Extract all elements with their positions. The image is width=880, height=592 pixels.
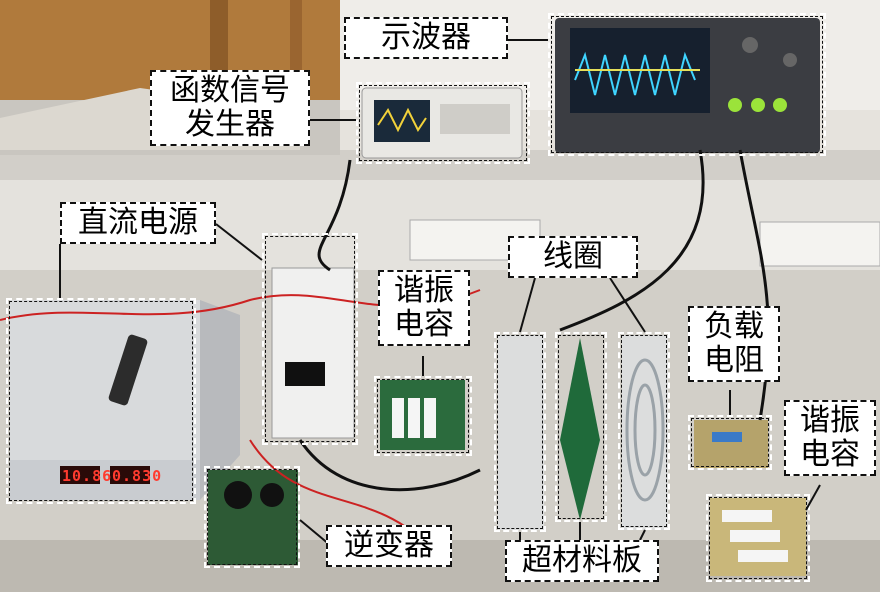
load-resistor-box (688, 415, 772, 470)
label-resonant-capacitor-right-line1: 谐振 (800, 403, 860, 438)
label-resonant-capacitor-left-line2: 电容 (394, 307, 454, 342)
label-function-generator-line2: 发生器 (185, 107, 275, 142)
label-resonant-capacitor-left: 谐振 电容 (378, 270, 470, 346)
label-dc-power-supply: 直流电源 (60, 202, 216, 244)
label-inverter: 逆变器 (326, 525, 452, 567)
label-load-resistor: 负载 电阻 (688, 306, 780, 382)
oscilloscope-box (548, 13, 826, 156)
label-coil-text: 线圈 (543, 239, 603, 274)
label-function-generator-line1: 函数信号 (170, 73, 290, 108)
coil-right-box (618, 332, 670, 530)
label-oscilloscope: 示波器 (344, 17, 508, 59)
dc-power-supply-small-box (262, 233, 358, 445)
label-resonant-capacitor-right-line2: 电容 (800, 437, 860, 472)
label-function-generator: 函数信号 发生器 (150, 70, 310, 146)
inverter-box (204, 466, 300, 568)
label-metamaterial-board: 超材料板 (505, 540, 659, 582)
resonant-capacitor-left-box (374, 376, 472, 456)
supply-current-readout: 0.830 (112, 467, 163, 485)
label-resonant-capacitor-left-line1: 谐振 (394, 273, 454, 308)
metamaterial-board-box (555, 332, 607, 522)
label-load-resistor-line2: 电阻 (704, 343, 764, 378)
coil-left-box (494, 332, 546, 532)
label-coil: 线圈 (508, 236, 638, 278)
label-inverter-text: 逆变器 (344, 528, 434, 563)
label-load-resistor-line1: 负载 (704, 309, 764, 344)
label-dc-power-supply-text: 直流电源 (78, 205, 198, 240)
dc-power-supply-large-box (6, 298, 196, 504)
supply-voltage-readout: 10.86 (62, 467, 113, 485)
label-oscilloscope-text: 示波器 (381, 20, 471, 55)
label-resonant-capacitor-right: 谐振 电容 (784, 400, 876, 476)
label-metamaterial-board-text: 超材料板 (522, 543, 642, 578)
resonant-capacitor-right-box (706, 494, 810, 582)
function-generator-box (356, 82, 530, 164)
